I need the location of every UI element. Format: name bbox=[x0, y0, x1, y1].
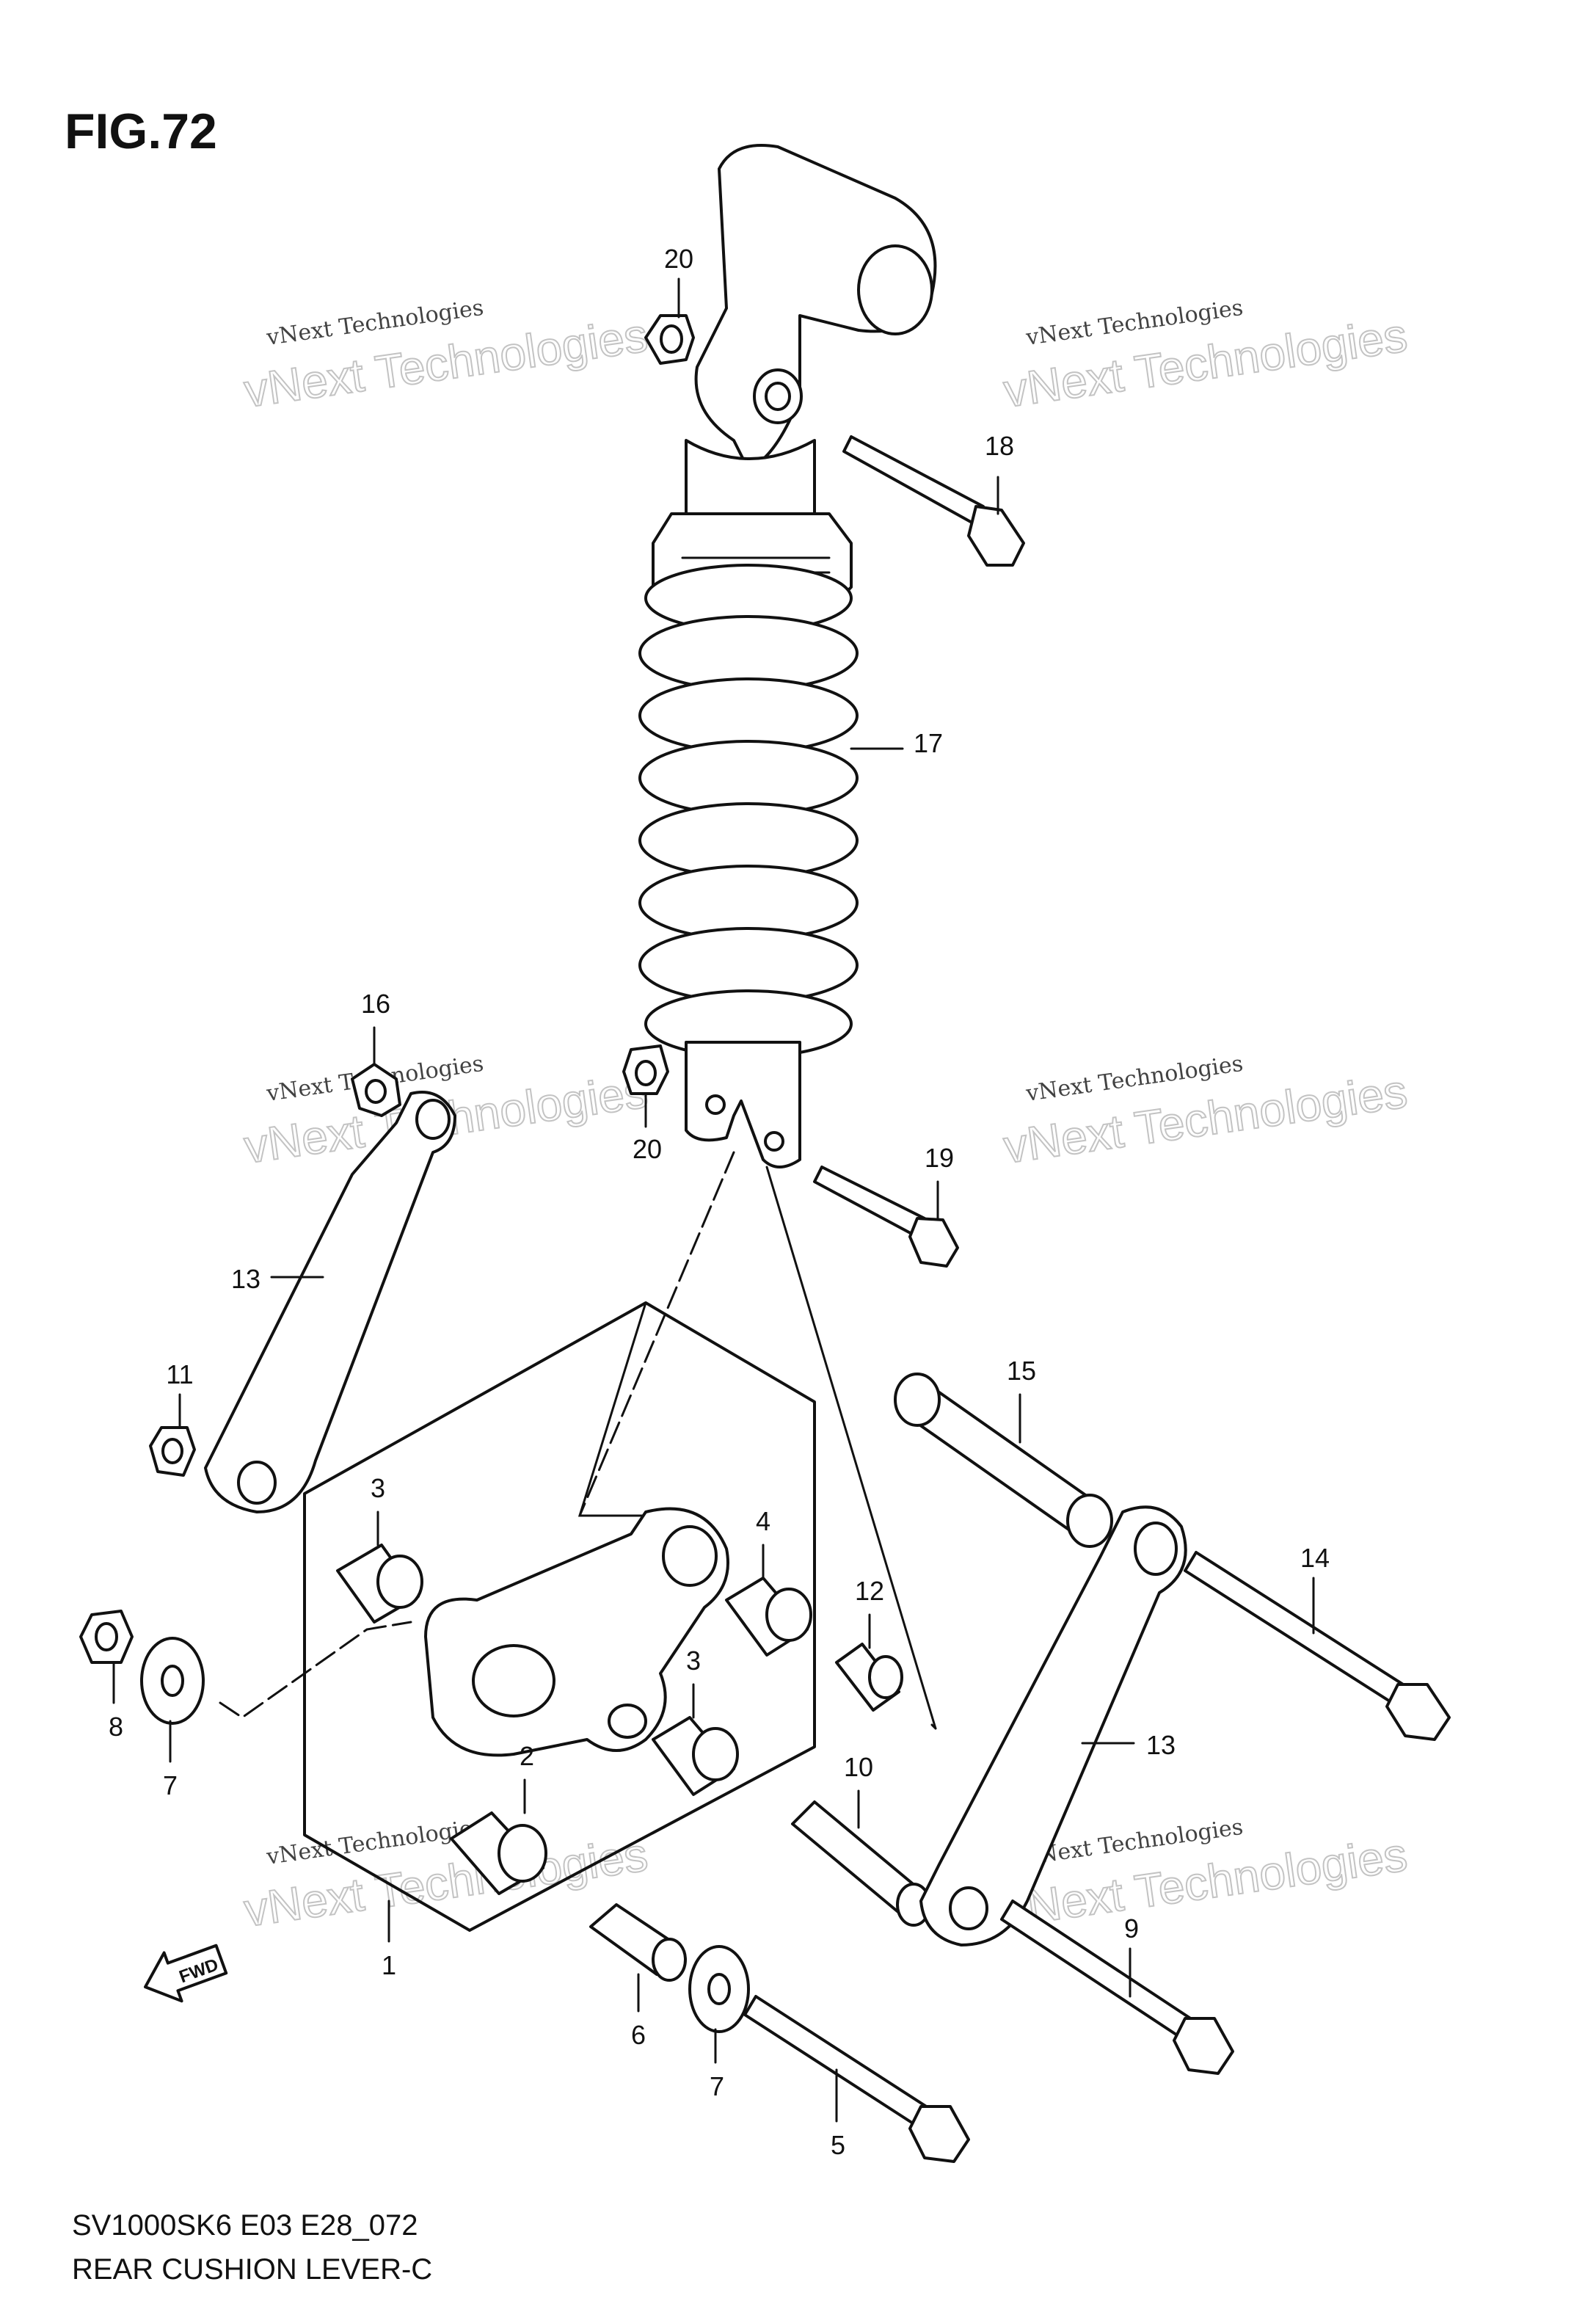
callout-14: 14 bbox=[1300, 1543, 1330, 1573]
callout-17: 17 bbox=[914, 728, 943, 758]
diagram-code: SV1000SK6 E03 E28_072 bbox=[72, 2209, 418, 2242]
callout-2: 2 bbox=[520, 1741, 534, 1771]
callout-15: 15 bbox=[1007, 1356, 1036, 1386]
callout-3b: 3 bbox=[686, 1646, 701, 1676]
callout-11: 11 bbox=[166, 1359, 193, 1389]
callout-3a: 3 bbox=[371, 1473, 385, 1503]
callout-7a: 7 bbox=[163, 1770, 178, 1800]
callout-8: 8 bbox=[109, 1712, 123, 1742]
bearing-3-left bbox=[336, 1544, 423, 1624]
callout-10: 10 bbox=[844, 1752, 873, 1782]
collar-10 bbox=[791, 1789, 931, 1927]
bearing-3-right bbox=[652, 1716, 739, 1796]
bearing-4 bbox=[725, 1577, 812, 1657]
collar-15 bbox=[894, 1373, 1113, 1548]
callout-20b: 20 bbox=[633, 1134, 662, 1164]
callout-9: 9 bbox=[1124, 1913, 1139, 1944]
figure-title: FIG.72 bbox=[65, 103, 217, 159]
collar-12 bbox=[835, 1613, 903, 1712]
lever-assembly-outline bbox=[303, 1151, 937, 1932]
bearing-2 bbox=[450, 1811, 547, 1895]
bolt-14 bbox=[1184, 1551, 1451, 1741]
washer-7-right bbox=[688, 1945, 750, 2064]
bolt-19 bbox=[813, 1166, 959, 1268]
callout-4: 4 bbox=[756, 1506, 770, 1536]
bolt-5 bbox=[743, 1995, 970, 2163]
nut-20-top bbox=[644, 277, 695, 365]
shock-absorber bbox=[638, 144, 937, 1168]
cushion-lever bbox=[424, 1507, 729, 1757]
callout-7b: 7 bbox=[710, 2071, 724, 2101]
callout-1: 1 bbox=[382, 1950, 396, 1980]
callout-5: 5 bbox=[831, 2130, 845, 2160]
callout-20a: 20 bbox=[664, 244, 693, 274]
bolt-9 bbox=[1000, 1900, 1234, 2075]
washer-7-left bbox=[140, 1621, 412, 1763]
link-rod-13-left bbox=[204, 1026, 456, 1513]
spring-coils bbox=[638, 564, 859, 1058]
callout-19: 19 bbox=[925, 1143, 954, 1173]
callout-6: 6 bbox=[631, 2020, 646, 2050]
diagram-caption: REAR CUSHION LEVER-C bbox=[72, 2253, 432, 2286]
nut-20-lower bbox=[622, 1044, 669, 1128]
bolt-18 bbox=[842, 435, 1025, 567]
link-rod-13-right bbox=[919, 1505, 1187, 1946]
callout-18: 18 bbox=[985, 431, 1014, 461]
collar-6 bbox=[589, 1903, 687, 2013]
callout-13b: 13 bbox=[1146, 1730, 1176, 1760]
callout-16: 16 bbox=[361, 989, 390, 1019]
nut-11 bbox=[149, 1393, 196, 1477]
callout-12: 12 bbox=[855, 1576, 884, 1606]
nut-8 bbox=[79, 1610, 134, 1704]
fwd-arrow-icon: FWD bbox=[144, 1944, 228, 2003]
callout-13a: 13 bbox=[231, 1264, 260, 1294]
